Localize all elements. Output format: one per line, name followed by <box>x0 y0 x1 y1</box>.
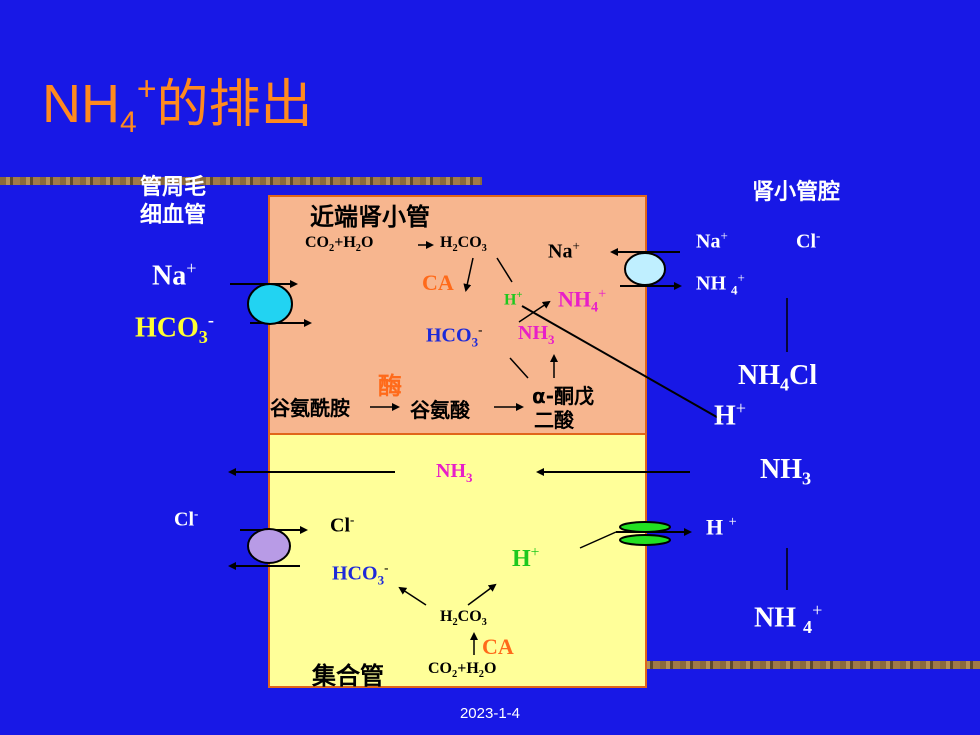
nh4-lumen: NH 4+ <box>696 270 745 298</box>
nh3-cell: NH3 <box>518 322 555 347</box>
hco3-blood: HCO3- <box>135 310 214 347</box>
label-lumen: 肾小管腔 <box>752 180 841 205</box>
cl-blood: Cl- <box>174 506 199 531</box>
nh4-lumen-bottom: NH 4+ <box>754 600 823 637</box>
label-collecting-duct: 集合管 <box>312 662 384 690</box>
label-ketoglutarate: α-酮戊 二酸 <box>532 384 595 432</box>
label-glutamine: 谷氨酰胺 <box>270 396 350 420</box>
na-cell: Na+ <box>548 238 580 263</box>
label-enzyme: 酶 <box>378 372 402 400</box>
h-cell: H+ <box>504 290 523 309</box>
nh4-cell: NH4+ <box>558 286 607 316</box>
label-proximal-tubule: 近端肾小管 <box>310 203 430 231</box>
collecting-duct-cell <box>268 433 647 688</box>
co2-h2o-bottom: CO2+H2O <box>428 660 497 681</box>
cl-cell: Cl- <box>330 512 355 537</box>
label-glutamate: 谷氨酸 <box>410 398 470 422</box>
nh3-lumen: NH3 <box>760 454 812 489</box>
h2co3-bottom: H2CO3 <box>440 608 487 629</box>
page-title: NH4+的排出 <box>42 70 313 139</box>
ca-top: CA <box>422 270 454 295</box>
h2co3-top: H2CO3 <box>440 234 487 255</box>
nh4cl: NH4Cl <box>738 360 818 395</box>
decorative-stripe-bottom <box>600 661 980 669</box>
decorative-stripe-top <box>0 177 482 185</box>
ca-bottom: CA <box>482 634 514 659</box>
footer-date: 2023-1-4 <box>459 705 521 722</box>
hco3-bottom: HCO3- <box>332 560 389 588</box>
na-blood: Na+ <box>152 258 197 292</box>
h-bottom-cell: H+ <box>512 544 540 572</box>
h-lumen-top: H+ <box>714 398 747 432</box>
label-capillary: 管周毛 细血管 <box>140 175 207 228</box>
h-lumen-bottom: H + <box>706 514 737 540</box>
cl-lumen: Cl- <box>796 228 821 253</box>
nh3-bottom-cell: NH3 <box>436 460 473 485</box>
na-lumen: Na+ <box>696 228 728 253</box>
co2-h2o-top: CO2+H2O <box>305 234 374 255</box>
hco3-cell: HCO3- <box>426 322 483 350</box>
